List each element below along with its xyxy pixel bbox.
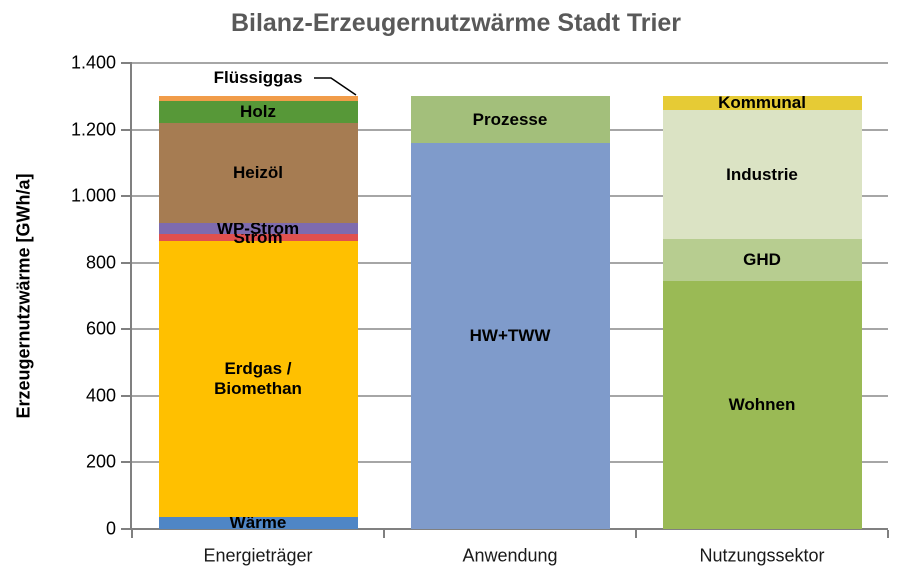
- gridline-1400: [132, 62, 888, 64]
- bar-segment-wohnen: [662, 281, 862, 529]
- bar-segment-wp-strom: [158, 222, 358, 235]
- y-tick-mark-200: [121, 461, 132, 464]
- bar-segment-hw-tww: [410, 142, 610, 529]
- y-tick-mark-1400: [121, 62, 132, 64]
- segment-label-prozesse: Prozesse: [472, 109, 548, 129]
- bar-segment-industrie: [662, 109, 862, 240]
- bar-segment-ghd: [662, 239, 862, 281]
- y-axis-tick-label: 600: [85, 318, 116, 339]
- x-axis-line: [130, 528, 888, 530]
- x-axis-tick-mark: [383, 530, 385, 538]
- y-axis-tick-label: 0: [105, 518, 116, 539]
- segment-label-ghd: GHD: [743, 250, 781, 270]
- segment-label-kommunal: Kommunal: [718, 92, 806, 112]
- bar-segment-heiz-l: [158, 122, 358, 223]
- segment-label-wohnen: Wohnen: [728, 394, 796, 414]
- y-axis-line: [130, 62, 132, 530]
- segment-label-fl-ssiggas: Flüssiggas: [213, 68, 303, 88]
- y-tick-mark-600: [121, 328, 132, 331]
- y-tick-mark-0: [121, 528, 132, 530]
- bar-segment-holz: [158, 101, 358, 123]
- bar-segment-kommunal: [662, 96, 862, 110]
- bar-segment-erdgas-biomethan: [158, 241, 358, 518]
- x-axis-tick-mark: [131, 530, 133, 538]
- segment-label-holz: Holz: [240, 102, 276, 122]
- bar-segment-fl-ssiggas: [158, 96, 358, 102]
- bar-segment-w-rme: [158, 517, 358, 529]
- y-tick-mark-400: [121, 394, 132, 397]
- bar-segment-strom: [158, 234, 358, 242]
- chart-title: Bilanz-Erzeugernutzwärme Stadt Trier: [230, 9, 682, 37]
- y-axis-tick-label: 400: [85, 385, 116, 406]
- x-axis-tick-mark: [887, 530, 889, 538]
- y-axis-tick-label: 800: [85, 252, 116, 273]
- y-axis-tick-label: 200: [85, 451, 116, 472]
- bar-segment-prozesse: [410, 96, 610, 143]
- y-axis-tick-label: 1.200: [70, 119, 116, 140]
- segment-label-wp-strom: WP-Strom: [216, 218, 300, 238]
- y-tick-mark-1200: [121, 128, 132, 131]
- segment-label-w-rme: Wärme: [229, 513, 287, 533]
- segment-label-heiz-l: Heizöl: [232, 162, 284, 182]
- segment-label-industrie: Industrie: [726, 164, 798, 184]
- segment-label-erdgas-biomethan: Erdgas / Biomethan: [214, 359, 302, 399]
- segment-label-hw-tww: HW+TWW: [469, 325, 551, 345]
- x-axis-tick-mark: [635, 530, 637, 538]
- y-axis-title: Erzeugernutzwärme [GWh/a]: [13, 173, 34, 419]
- y-tick-mark-800: [121, 261, 132, 264]
- x-axis-label-energietr-ger: Energieträger: [203, 545, 313, 566]
- y-tick-mark-1000: [121, 195, 132, 198]
- y-axis-tick-label: 1.000: [70, 185, 116, 206]
- y-axis-tick-label: 1.400: [70, 52, 116, 73]
- x-axis-label-anwendung: Anwendung: [462, 545, 558, 566]
- x-axis-label-nutzungssektor: Nutzungssektor: [699, 545, 825, 566]
